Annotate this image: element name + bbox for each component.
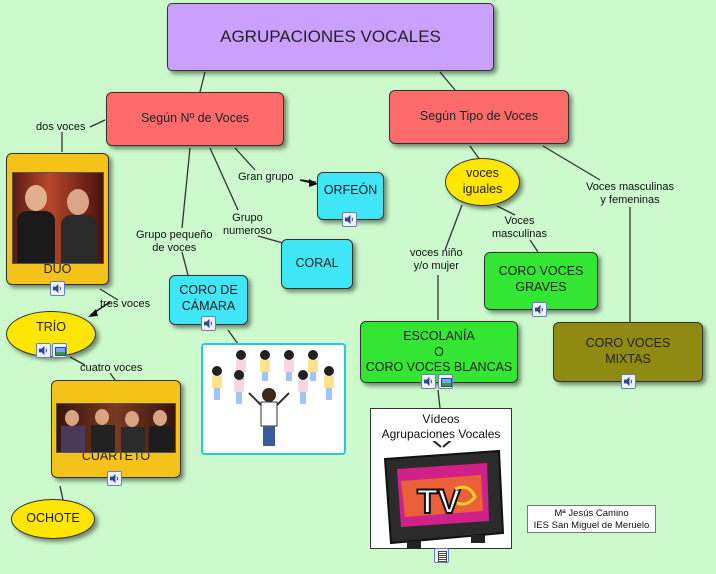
choir-illustration	[201, 343, 346, 455]
label-voces-masculinas: Voces masculinas	[492, 215, 547, 241]
label-voces-mixtas-line-2: y femeninas	[600, 194, 660, 207]
tv-icon: TV	[383, 441, 505, 549]
credit-author: Mª Jesús Camino	[554, 508, 629, 519]
ochote-node[interactable]: OCHOTE	[11, 499, 95, 539]
label-grupo-pequeno: Grupo pequeño de voces	[136, 229, 212, 255]
speaker-icon[interactable]	[36, 343, 51, 358]
voces-iguales-line-1: voces	[466, 166, 499, 181]
image-icon[interactable]	[52, 343, 67, 358]
speaker-icon[interactable]	[532, 302, 547, 317]
escolania-node[interactable]: ESCOLANÍA O CORO VOCES BLANCAS	[360, 321, 518, 383]
category-num-voces-label: Según Nº de Voces	[140, 111, 250, 126]
coro-graves-line-1: CORO VOCES	[498, 264, 584, 278]
coro-graves-node[interactable]: CORO VOCES GRAVES	[484, 252, 598, 310]
cuarteto-photo	[56, 403, 176, 453]
credit-box: Mª Jesús Camino IES San Miguel de Meruel…	[527, 505, 656, 533]
label-grupo-numeroso: Grupo numeroso	[223, 212, 272, 238]
coro-camara-line-1: CORO DE	[179, 283, 238, 297]
label-dos-voces: dos voces	[36, 121, 86, 133]
label-voces-masculinas-line-1: Voces	[504, 215, 535, 227]
coral-label: CORAL	[295, 256, 339, 271]
video-title-line-2: Agrupaciones Vocales	[381, 427, 501, 441]
label-grupo-pequeno-line-1: Grupo pequeño	[136, 229, 213, 241]
label-cuatro-voces: cuatro voces	[80, 362, 143, 374]
label-voces-nino: voces niño y/o mujer	[410, 247, 463, 273]
arrow-icon	[88, 179, 318, 317]
speaker-icon[interactable]	[107, 471, 122, 486]
speaker-icon[interactable]	[421, 374, 436, 389]
label-grupo-numeroso-line-1: Grupo	[232, 212, 263, 224]
category-tipo-voces[interactable]: Según Tipo de Voces	[389, 90, 569, 144]
page-title: AGRUPACIONES VOCALES	[220, 27, 441, 47]
label-voces-mixtas-line-1: Voces masculinas	[586, 181, 675, 193]
label-grupo-pequeno-line-2: de voces	[152, 242, 197, 255]
coro-graves-line-2: GRAVES	[515, 279, 567, 294]
escolania-line-1: ESCOLANÍA	[403, 329, 475, 343]
coral-node[interactable]: CORAL	[281, 239, 353, 289]
orfeon-label: ORFEÓN	[323, 183, 378, 197]
category-tipo-voces-label: Según Tipo de Voces	[419, 109, 539, 124]
trio-node[interactable]: TRÍO	[6, 311, 96, 357]
label-tres-voces: tres voces	[100, 298, 151, 310]
orfeon-node[interactable]: ORFEÓN	[317, 172, 384, 220]
trio-label: TRÍO	[36, 320, 66, 334]
coro-camara-line-2: CÁMARA	[181, 298, 236, 313]
title-node[interactable]: AGRUPACIONES VOCALES	[167, 3, 494, 71]
escolania-line-2: O	[434, 344, 444, 359]
video-title-line-1: Vídeos	[422, 412, 460, 426]
coro-mixtas-line-2: MIXTAS	[605, 351, 651, 366]
document-icon[interactable]	[434, 548, 449, 563]
label-grupo-numeroso-line-2: numeroso	[223, 225, 272, 238]
voces-iguales-node[interactable]: voces iguales	[445, 158, 520, 206]
label-voces-masculinas-line-2: masculinas	[492, 228, 548, 241]
tv-text: TV	[417, 483, 461, 521]
coro-mixtas-line-1: CORO VOCES	[585, 336, 671, 350]
speaker-icon[interactable]	[342, 212, 357, 227]
speaker-icon[interactable]	[50, 281, 65, 296]
label-gran-grupo: Gran grupo	[238, 171, 294, 183]
escolania-line-3: CORO VOCES BLANCAS	[365, 360, 513, 375]
video-node[interactable]: Vídeos Agrupaciones Vocales TV	[370, 408, 512, 549]
voces-iguales-line-2: iguales	[462, 182, 503, 196]
label-voces-nino-line-2: y/o mujer	[413, 260, 459, 273]
coro-mixtas-node[interactable]: CORO VOCES MIXTAS	[553, 322, 703, 382]
speaker-icon[interactable]	[201, 316, 216, 331]
duo-label: DUO	[43, 262, 72, 277]
video-title: Vídeos Agrupaciones Vocales	[371, 412, 511, 442]
image-icon[interactable]	[438, 374, 453, 389]
speaker-icon[interactable]	[621, 374, 636, 389]
credit-school: IES San Miguel de Meruelo	[533, 519, 650, 531]
label-voces-nino-line-1: voces niño	[410, 247, 463, 259]
category-num-voces[interactable]: Según Nº de Voces	[106, 92, 284, 146]
label-voces-mixtas: Voces masculinas y femeninas	[586, 181, 674, 207]
duo-photo	[12, 172, 104, 264]
ochote-label: OCHOTE	[26, 511, 80, 526]
